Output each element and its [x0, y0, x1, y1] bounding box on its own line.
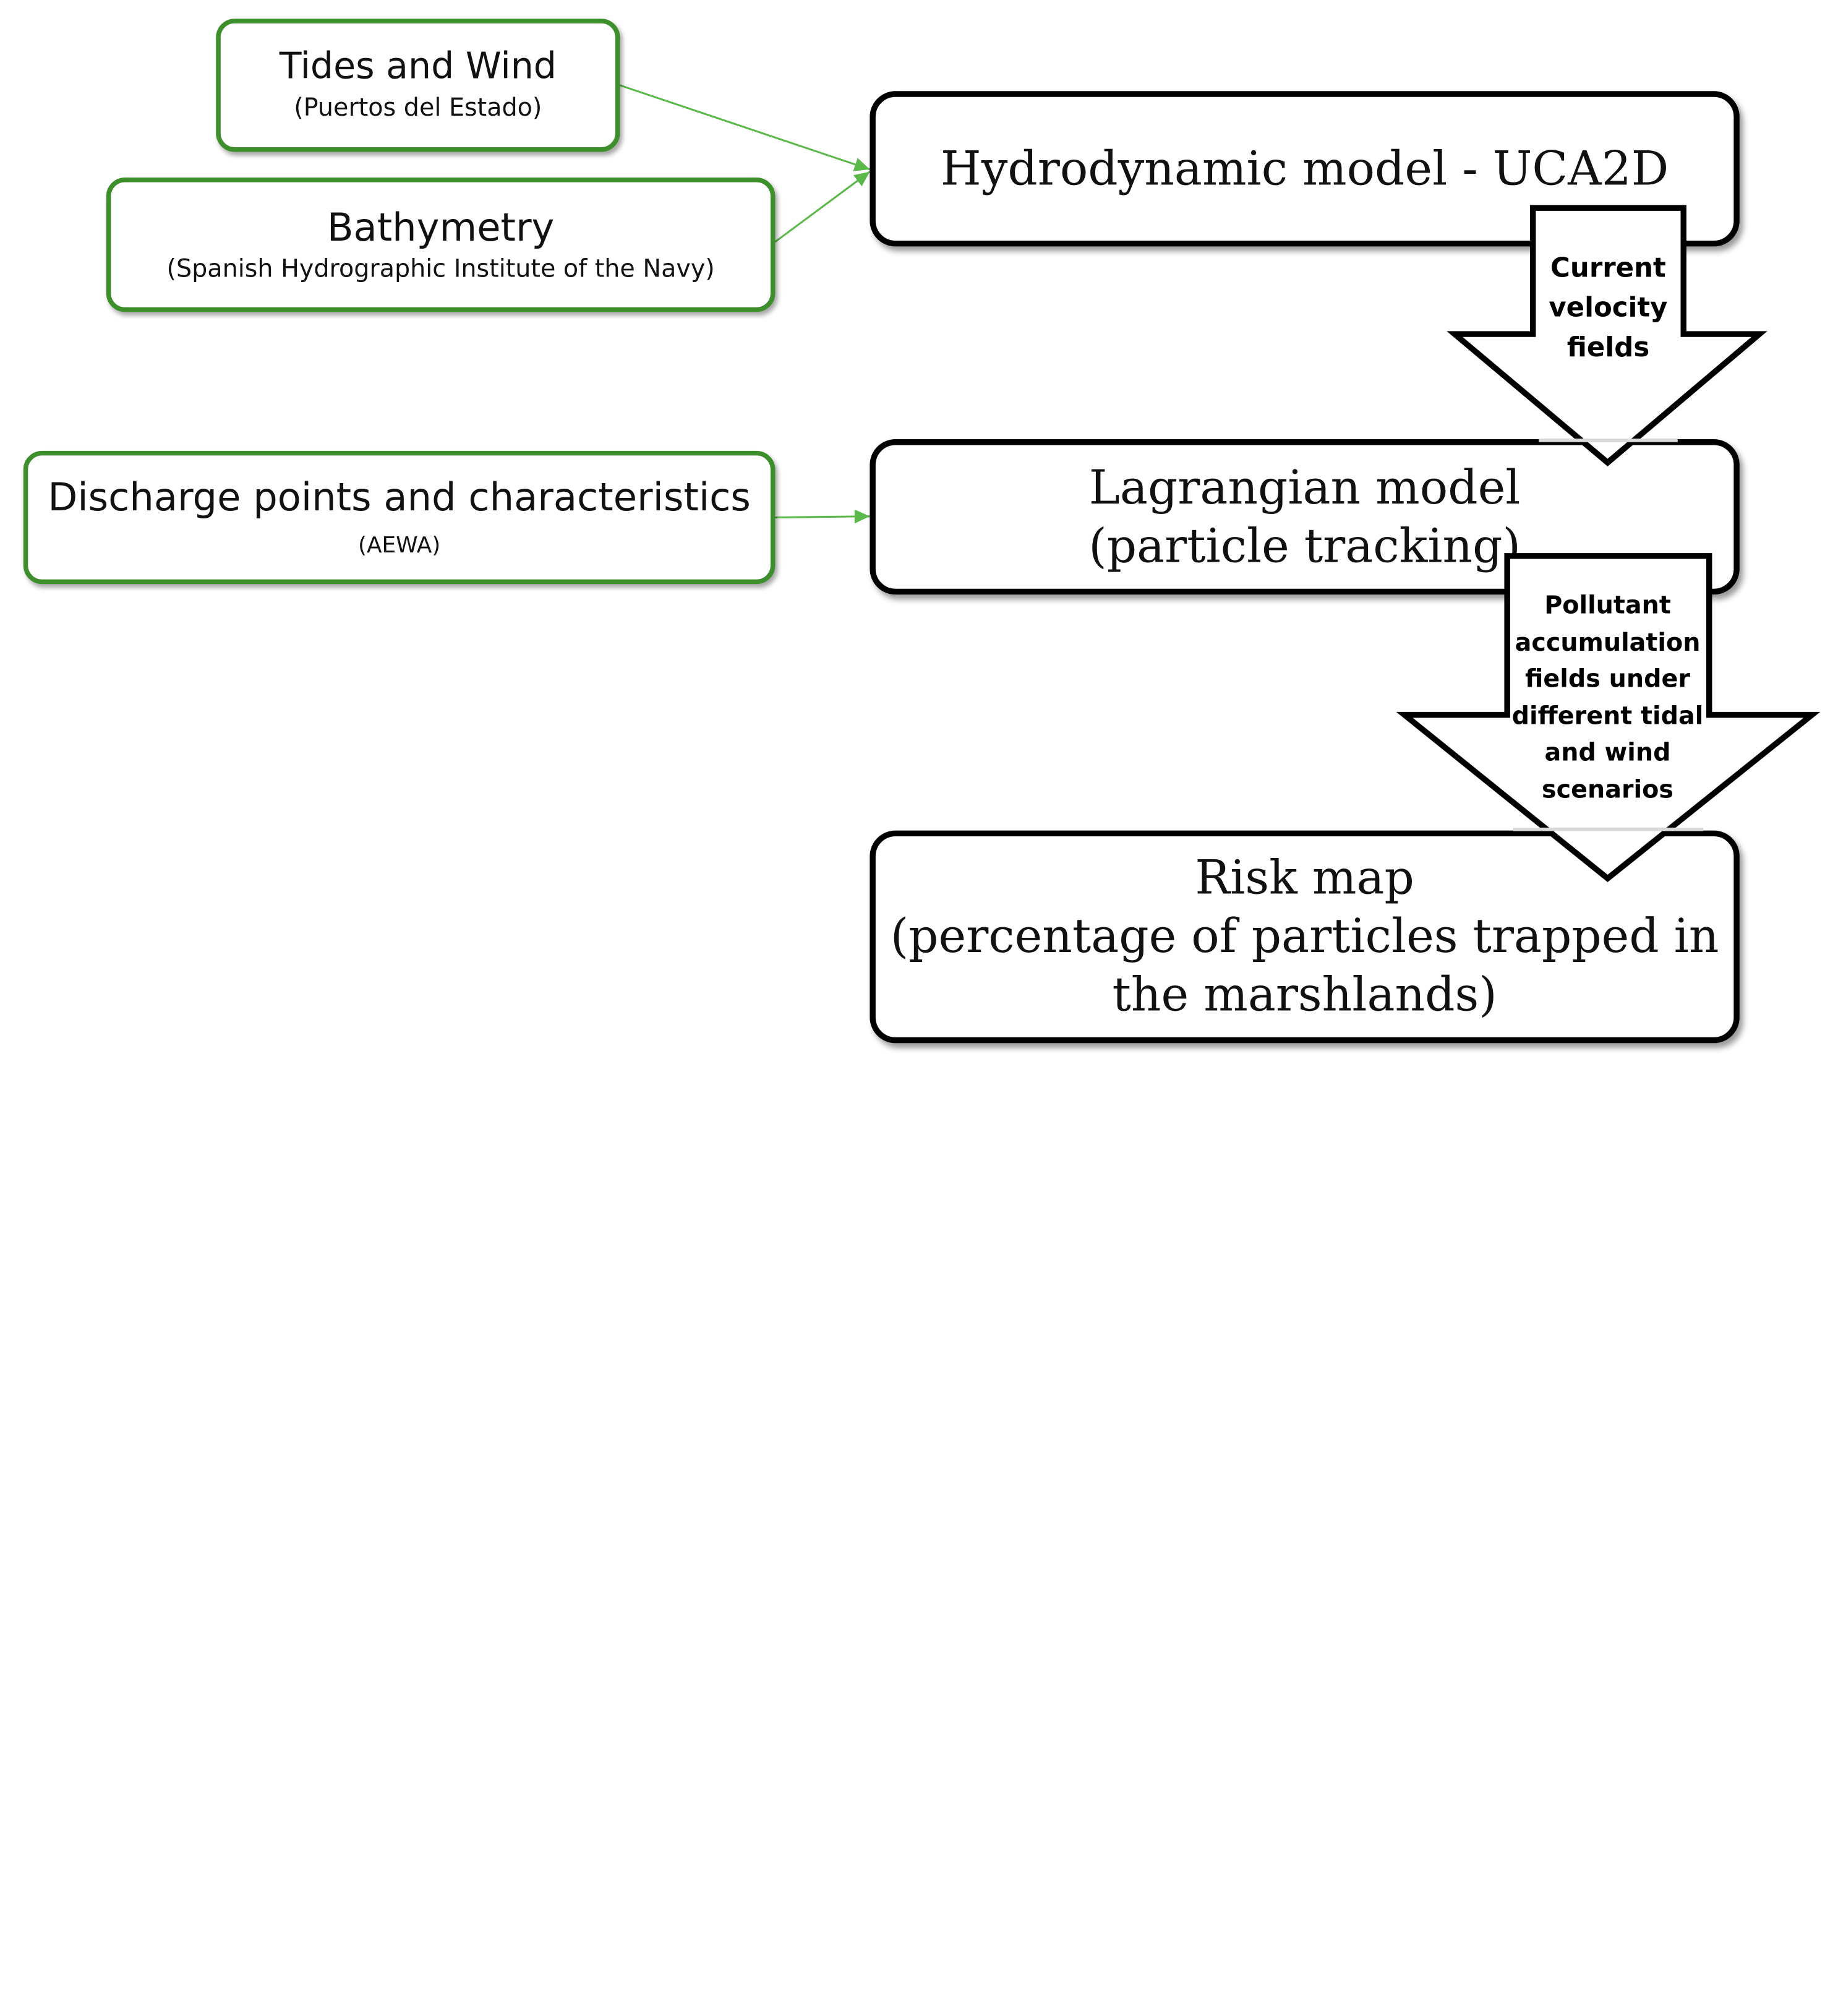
hydrodynamic-model-title: Hydrodynamic model - UCA2D — [940, 142, 1669, 196]
pollutant-label-line4: different tidal — [1511, 701, 1704, 730]
lagrangian-model-title: Lagrangian model — [1088, 460, 1521, 515]
block-arrows-layer — [1396, 205, 1821, 883]
risk-map-subtitle-line2: the marshlands) — [1112, 968, 1497, 1023]
risk-map-subtitle-line1: (percentage of particles trapped in — [890, 909, 1719, 964]
pollutant-label-line5: and wind — [1544, 738, 1671, 766]
pollutant-label-line3: fields under — [1525, 664, 1690, 693]
connectors-layer — [619, 84, 871, 524]
pollutant-label-line6: scenarios — [1542, 774, 1673, 804]
bathymetry-to-hydrodynamic-connector — [774, 171, 871, 243]
current-velocity-arrow — [1447, 205, 1767, 466]
bathymetry-title: Bathymetry — [327, 204, 555, 250]
current-velocity-label-line1: Current — [1550, 253, 1666, 284]
pollutant-label-line1: Pollutant — [1544, 591, 1671, 619]
tides-to-hydrodynamic-connector-arrowhead — [853, 158, 870, 171]
current-velocity-label-line2: velocity — [1549, 293, 1668, 324]
discharge-box: Discharge points and characteristics (AE… — [23, 450, 776, 585]
tides-wind-source: (Puertos del Estado) — [294, 93, 542, 122]
discharge-title: Discharge points and characteristics — [48, 474, 751, 520]
pollutant-accumulation-label: Pollutant accumulation fields under diff… — [1491, 588, 1725, 809]
current-velocity-label-line3: fields — [1566, 333, 1650, 364]
bathymetry-box: Bathymetry (Spanish Hydrographic Institu… — [106, 178, 776, 312]
current-velocity-label: Current velocity fields — [1533, 249, 1684, 368]
tides-wind-box: Tides and Wind (Puertos del Estado) — [216, 19, 620, 152]
bathymetry-source: (Spanish Hydrographic Institute of the N… — [166, 254, 715, 283]
pollutant-accumulation-arrow — [1396, 553, 1821, 883]
discharge-to-lagrangian-connector-arrowhead — [854, 509, 870, 524]
pollutant-label-line2: accumulation — [1515, 627, 1701, 656]
tides-wind-title: Tides and Wind — [279, 46, 557, 88]
discharge-source: (AEWA) — [357, 533, 441, 559]
risk-map-title: Risk map — [1195, 851, 1414, 906]
lagrangian-model-subtitle: (particle tracking) — [1088, 519, 1521, 573]
discharge-to-lagrangian-connector — [775, 515, 870, 519]
tides-to-hydrodynamic-connector — [619, 84, 870, 171]
bathymetry-to-hydrodynamic-connector-arrowhead — [853, 171, 870, 187]
